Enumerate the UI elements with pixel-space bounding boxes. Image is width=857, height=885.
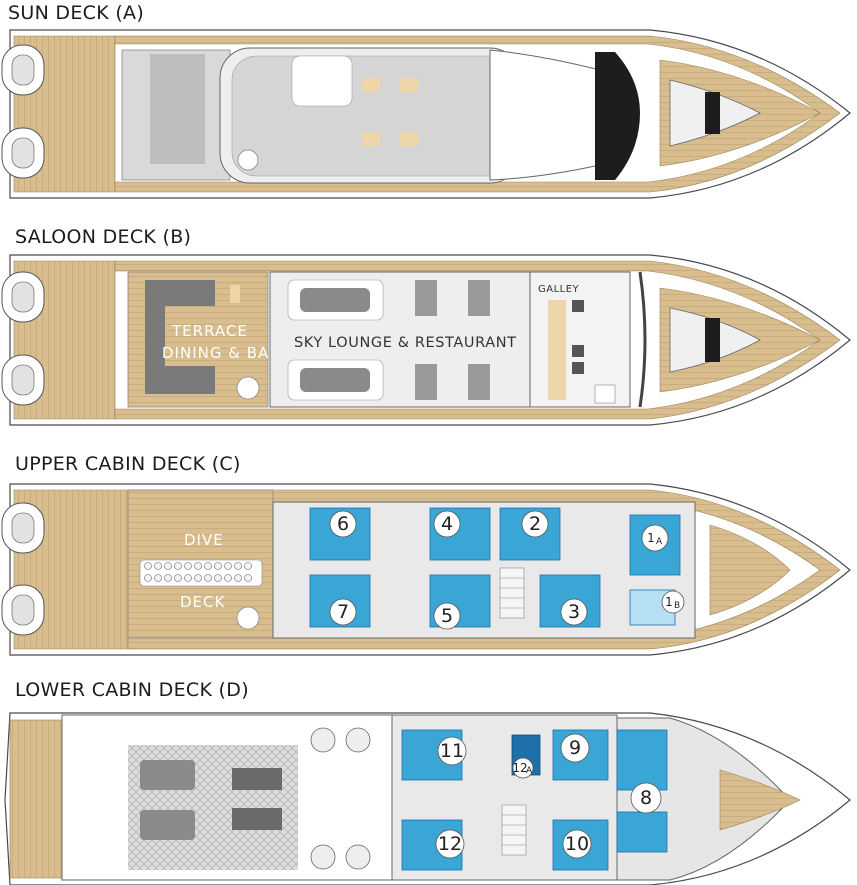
cabin-d-9-number: 9 xyxy=(569,737,581,759)
cabin-c-1a-number: 1 xyxy=(647,531,655,545)
cabin-c-1b-suffix: B xyxy=(674,601,680,611)
cabin-c-4: 4 xyxy=(429,507,491,561)
cabin-d-11: 11 xyxy=(401,729,467,781)
cabin-d-12a: 12 A xyxy=(511,734,541,779)
bridge-b xyxy=(638,271,761,408)
cabin-c-7-number: 7 xyxy=(337,601,349,623)
cabin-d-12: 12 xyxy=(401,819,465,871)
cabin-c-1a-suffix: A xyxy=(656,537,663,547)
forward-cabin-d: 8 xyxy=(616,717,801,881)
cabin-c-6: 6 xyxy=(309,507,371,561)
dive-deck-area: DIVE DECK xyxy=(127,489,274,639)
cabin-d-12a-number: 12 xyxy=(512,761,527,775)
cabin-c-5-number: 5 xyxy=(441,605,453,627)
cabin-d-8: 8 xyxy=(630,782,662,814)
lower-cabins-block: 11 12 A 9 12 10 xyxy=(391,714,618,881)
saloon-deck: SALOON DECK (B) TERRACE DINING & BAR xyxy=(1,226,851,426)
deck-title-d: LOWER CABIN DECK (D) xyxy=(15,679,249,701)
cabin-d-12a-suffix: A xyxy=(526,766,533,776)
cabin-c-2: 2 xyxy=(499,507,561,561)
galley-label: GALLEY xyxy=(538,284,580,295)
cabin-c-2-number: 2 xyxy=(529,513,541,535)
sky-lounge-label: SKY LOUNGE & RESTAURANT xyxy=(294,335,517,351)
cabin-d-10-number: 10 xyxy=(565,833,589,855)
cabin-c-1b-number: 1 xyxy=(665,595,673,609)
cabin-c-1b: 1 B xyxy=(629,589,685,626)
tenders-b xyxy=(1,271,45,406)
deck-label: DECK xyxy=(180,593,226,611)
cabin-c-1a: 1 A xyxy=(629,514,681,576)
tenders-a xyxy=(1,44,45,179)
dive-tanks xyxy=(144,562,252,582)
stairs-d xyxy=(501,804,527,856)
cabin-d-9: 9 xyxy=(552,729,609,781)
cabin-c-5: 5 xyxy=(429,574,491,630)
cabin-c-3: 3 xyxy=(539,574,601,628)
cabin-c-4-number: 4 xyxy=(441,513,453,535)
deck-title-a: SUN DECK (A) xyxy=(8,2,144,24)
terrace-label: TERRACE xyxy=(171,322,248,340)
engine-room xyxy=(61,714,393,881)
terrace-dining-bar: TERRACE DINING & BAR xyxy=(127,271,281,408)
bow-c xyxy=(709,524,791,616)
dive-label: DIVE xyxy=(184,531,224,549)
deck-title-c: UPPER CABIN DECK (C) xyxy=(15,453,241,475)
lower-cabin-deck: LOWER CABIN DECK (D) 11 xyxy=(4,679,851,885)
cabin-d-12-number: 12 xyxy=(438,833,462,855)
stairs-c xyxy=(499,567,525,619)
cabin-c-6-number: 6 xyxy=(337,513,349,535)
upper-cabins-block: 6 4 2 1 A 7 xyxy=(272,501,696,639)
cabin-d-10: 10 xyxy=(552,819,609,871)
galley: GALLEY xyxy=(529,271,631,408)
sun-deck: SUN DECK (A) xyxy=(1,2,851,199)
cabin-c-7: 7 xyxy=(309,574,371,628)
cabin-d-11-number: 11 xyxy=(440,740,464,762)
upper-cabin-deck: UPPER CABIN DECK (C) DIVE DECK xyxy=(1,453,851,656)
dining-bar-label: DINING & BAR xyxy=(162,344,281,362)
tenders-c xyxy=(1,502,45,636)
cabin-c-3-number: 3 xyxy=(568,601,580,623)
sun-deck-superstructure xyxy=(121,47,761,184)
sky-lounge-restaurant: SKY LOUNGE & RESTAURANT xyxy=(269,271,531,408)
cabin-d-8-number: 8 xyxy=(640,787,652,809)
deck-title-b: SALOON DECK (B) xyxy=(15,226,191,248)
